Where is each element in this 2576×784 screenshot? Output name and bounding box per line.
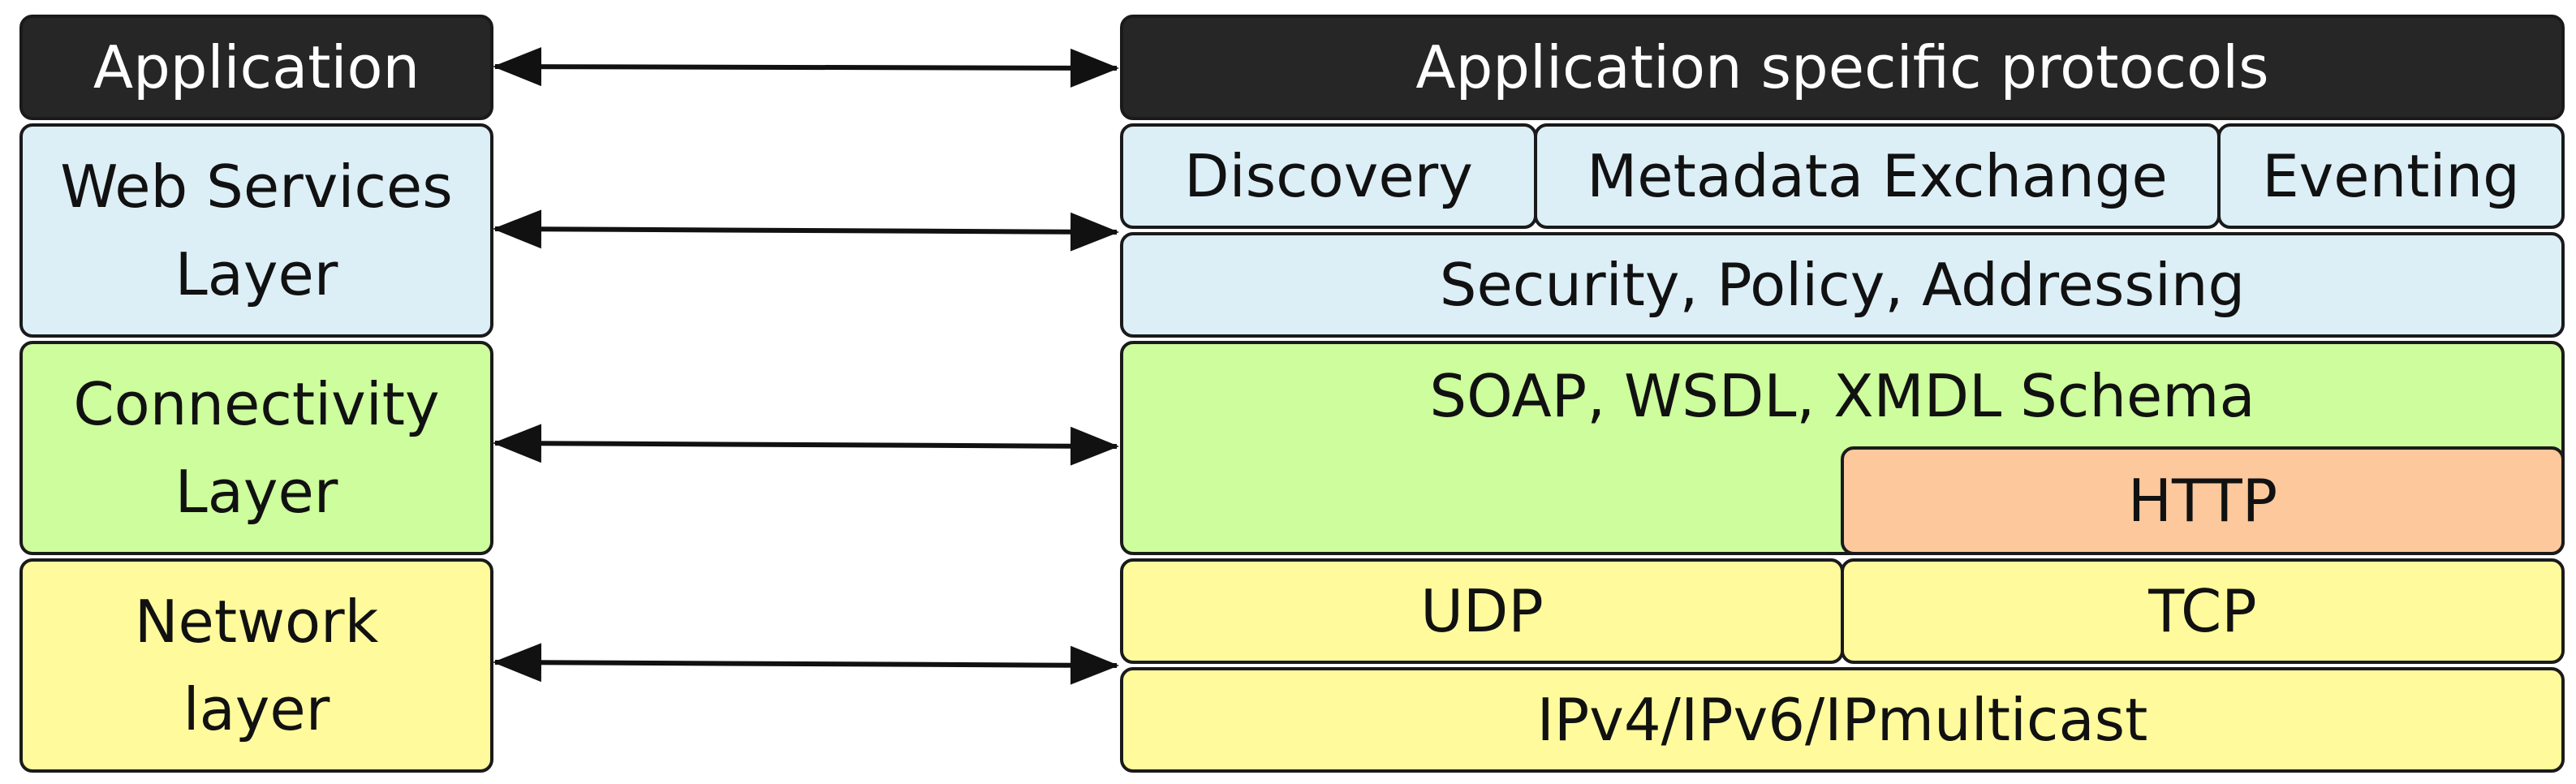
udp-label: UDP (1420, 577, 1544, 645)
metadata-exchange-label: Metadata Exchange (1587, 142, 2168, 210)
http-label: HTTP (2127, 467, 2278, 535)
connectivity-arrow (493, 424, 1119, 466)
http-box: HTTP (1841, 446, 2565, 555)
application-layer-label: Application (93, 33, 420, 101)
soap-wsdl-label: SOAP, WSDL, XMDL Schema (1429, 362, 2255, 430)
network-arrow (493, 643, 1119, 685)
application-protocols-label: Application specific protocols (1415, 33, 2269, 101)
metadata-exchange-box: Metadata Exchange (1534, 123, 2221, 229)
web-services-layer-label-line1: Web Services (60, 153, 453, 221)
application-protocols-box: Application specific protocols (1120, 15, 2565, 120)
web-services-arrow (493, 209, 1119, 252)
network-layer-label-line1: Network (134, 588, 379, 656)
eventing-label: Eventing (2262, 142, 2520, 210)
security-policy-addressing-label: Security, Policy, Addressing (1439, 251, 2246, 319)
network-layer-label-line2: layer (183, 675, 330, 743)
network-layer-box: Network layer (19, 558, 493, 773)
application-arrow (493, 47, 1119, 88)
tcp-box: TCP (1841, 558, 2565, 664)
tcp-label: TCP (2148, 577, 2257, 645)
udp-box: UDP (1120, 558, 1844, 664)
eventing-box: Eventing (2217, 123, 2565, 229)
connectivity-layer-box: Connectivity Layer (19, 341, 493, 555)
web-services-layer-label-line2: Layer (174, 240, 338, 308)
discovery-box: Discovery (1120, 123, 1537, 229)
connectivity-layer-label-line2: Layer (174, 458, 338, 526)
connectivity-layer-label-line1: Connectivity (73, 370, 440, 438)
discovery-label: Discovery (1184, 142, 1473, 210)
ip-label: IPv4/IPv6/IPmulticast (1536, 686, 2148, 754)
application-layer-box: Application (19, 15, 493, 120)
security-policy-addressing-box: Security, Policy, Addressing (1120, 232, 2565, 338)
ip-box: IPv4/IPv6/IPmulticast (1120, 667, 2565, 773)
web-services-layer-box: Web Services Layer (19, 123, 493, 338)
